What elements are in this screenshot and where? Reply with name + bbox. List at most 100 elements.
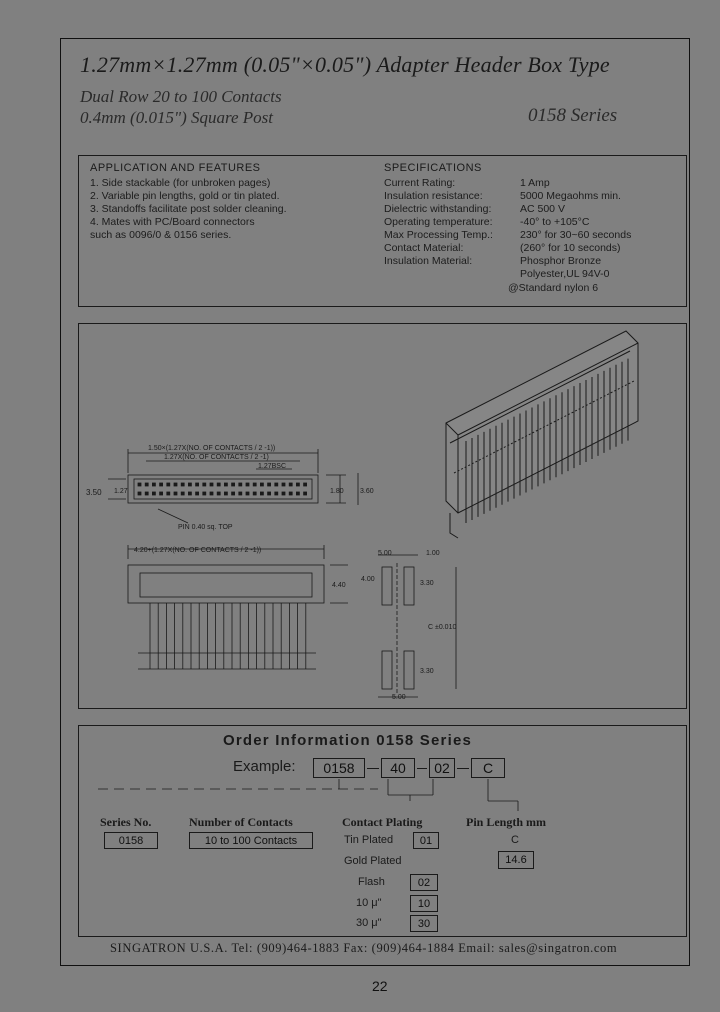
pin-dot <box>245 491 250 496</box>
pin-dot <box>144 482 149 487</box>
dim-right-1: 1.80 <box>330 488 344 495</box>
spec-label: Dielectric withstanding: <box>384 203 492 215</box>
plating-option-code: 02 <box>410 874 438 891</box>
drawing-box <box>78 323 687 709</box>
pin-dot <box>202 482 207 487</box>
dim-c: C ±0.010 <box>428 624 456 631</box>
spec-value: 1 Amp <box>520 177 550 189</box>
page-frame <box>60 38 690 966</box>
dim-pitch: 1.27BSC <box>258 463 286 470</box>
spec-value: (260° for 10 seconds) <box>520 242 621 254</box>
example-plating: 02 <box>429 758 455 778</box>
pin-dot <box>152 491 156 496</box>
plating-label: Contact Plating <box>342 815 423 829</box>
pin-dot <box>295 482 300 487</box>
pin-dot <box>173 482 178 487</box>
footer-contact: SINGATRON U.S.A. Tel: (909)464-1883 Fax:… <box>110 941 618 955</box>
connector-3d-view <box>445 330 639 539</box>
dim-left: 3.50 <box>86 488 102 497</box>
series-label: 0158 Series <box>528 105 618 126</box>
page-number: 22 <box>372 978 388 994</box>
pin-dot <box>216 482 221 487</box>
dash <box>367 768 379 769</box>
plating-option-name: Flash <box>358 876 385 888</box>
spec-value: Phosphor Bronze <box>520 255 602 267</box>
plating-option-name: Tin Plated <box>344 834 394 846</box>
features-heading: APPLICATION AND FEATURES <box>90 162 261 174</box>
pin-dot <box>195 491 199 496</box>
order-box <box>78 725 687 937</box>
pin-dot <box>173 491 178 496</box>
plating-option-code: 30 <box>410 915 438 932</box>
example-contacts: 40 <box>381 758 415 778</box>
contacts-label: Number of Contacts <box>189 815 293 829</box>
dim-side-gap: 1.00 <box>426 550 440 557</box>
pin-dot <box>209 491 214 496</box>
specs-values: 1 Amp 5000 Megaohms min. AC 500 V -40° t… <box>520 177 631 281</box>
technical-drawing: 1.50×(1.27X(NO. OF CONTACTS / 2 -1)) 1.2… <box>86 330 639 701</box>
pin-dot <box>209 482 214 487</box>
pin-grid <box>137 482 308 496</box>
top-view <box>108 449 359 524</box>
pin-dot <box>159 491 163 496</box>
front-view <box>127 545 348 670</box>
feature-item: 3. Standoffs facilitate post solder clea… <box>90 203 287 215</box>
plating-option-name: Gold Plated <box>344 855 402 867</box>
pin-length-value: 14.6 <box>498 851 534 869</box>
dim-front: 4.20+(1.27X(NO. OF CONTACTS / 2 -1)) <box>134 547 261 554</box>
plating-option-name: 30 μ" <box>356 917 382 929</box>
dim-side-w: 5.00 <box>378 550 392 557</box>
pin-dot <box>259 482 264 487</box>
pin-dot <box>137 482 142 487</box>
spec-value: -40° to +105°C <box>520 216 590 228</box>
contacts-value: 10 to 100 Contacts <box>189 832 313 849</box>
pin-dot <box>238 491 243 496</box>
front-pins <box>149 603 307 669</box>
pin-dot <box>223 482 228 487</box>
spec-value: AC 500 V <box>520 203 565 215</box>
pin-dot <box>188 482 192 487</box>
dim-right-2: 3.60 <box>360 488 374 495</box>
pin-dot <box>274 491 279 496</box>
pin-dot <box>180 482 185 487</box>
spec-value: Polyester,UL 94V-0 <box>520 268 610 280</box>
dim-inner: 1.27 <box>114 488 128 495</box>
pin-dot <box>245 482 250 487</box>
pin-dot <box>252 482 257 487</box>
dim-front-h: 4.40 <box>332 582 346 589</box>
page-title: 1.27mm×1.27mm (0.05"×0.05") Adapter Head… <box>80 52 610 77</box>
plating-option-name: 10 μ" <box>356 897 382 909</box>
feature-item: such as 0096/0 & 0156 series. <box>90 229 232 241</box>
pin-dot <box>288 491 293 496</box>
pin-dot <box>281 491 286 496</box>
spec-label: Insulation Material: <box>384 255 473 267</box>
pin-dot <box>137 491 142 496</box>
pin-length-code: C <box>511 834 519 846</box>
series-no-value: 0158 <box>104 832 158 849</box>
pin-dot <box>288 482 293 487</box>
plating-option-code: 10 <box>410 895 438 912</box>
feature-item: 2. Variable pin lengths, gold or tin pla… <box>90 190 280 202</box>
feature-item: 1. Side stackable (for unbroken pages) <box>90 177 271 189</box>
plating-option-code: 01 <box>413 832 439 849</box>
subtitle-rows: Dual Row 20 to 100 Contacts <box>80 87 282 106</box>
pin-dot <box>267 491 272 496</box>
example-pin-length: C <box>471 758 505 778</box>
pin-length-label: Pin Length mm <box>466 815 547 829</box>
pin-dot <box>303 491 308 496</box>
pin-dot <box>159 482 163 487</box>
spec-label: Contact Material: <box>384 242 464 254</box>
dim-side-b1: 3.30 <box>420 668 434 675</box>
pin-note: PIN 0.40 sq. TOP <box>178 524 233 531</box>
dash <box>417 768 427 769</box>
feature-item: 4. Mates with PC/Board connectors <box>90 216 255 228</box>
dim-top-1: 1.50×(1.27X(NO. OF CONTACTS / 2 -1)) <box>148 445 275 452</box>
pin-dot <box>223 491 228 496</box>
dash <box>457 768 469 769</box>
specs-labels: Current Rating: Insulation resistance: D… <box>384 177 493 268</box>
pin-dot <box>195 482 199 487</box>
pin-dot <box>188 491 192 496</box>
subtitle-post: 0.4mm (0.015") Square Post <box>80 108 274 127</box>
features-list: 1. Side stackable (for unbroken pages) 2… <box>90 177 287 242</box>
pin-dot <box>166 482 171 487</box>
